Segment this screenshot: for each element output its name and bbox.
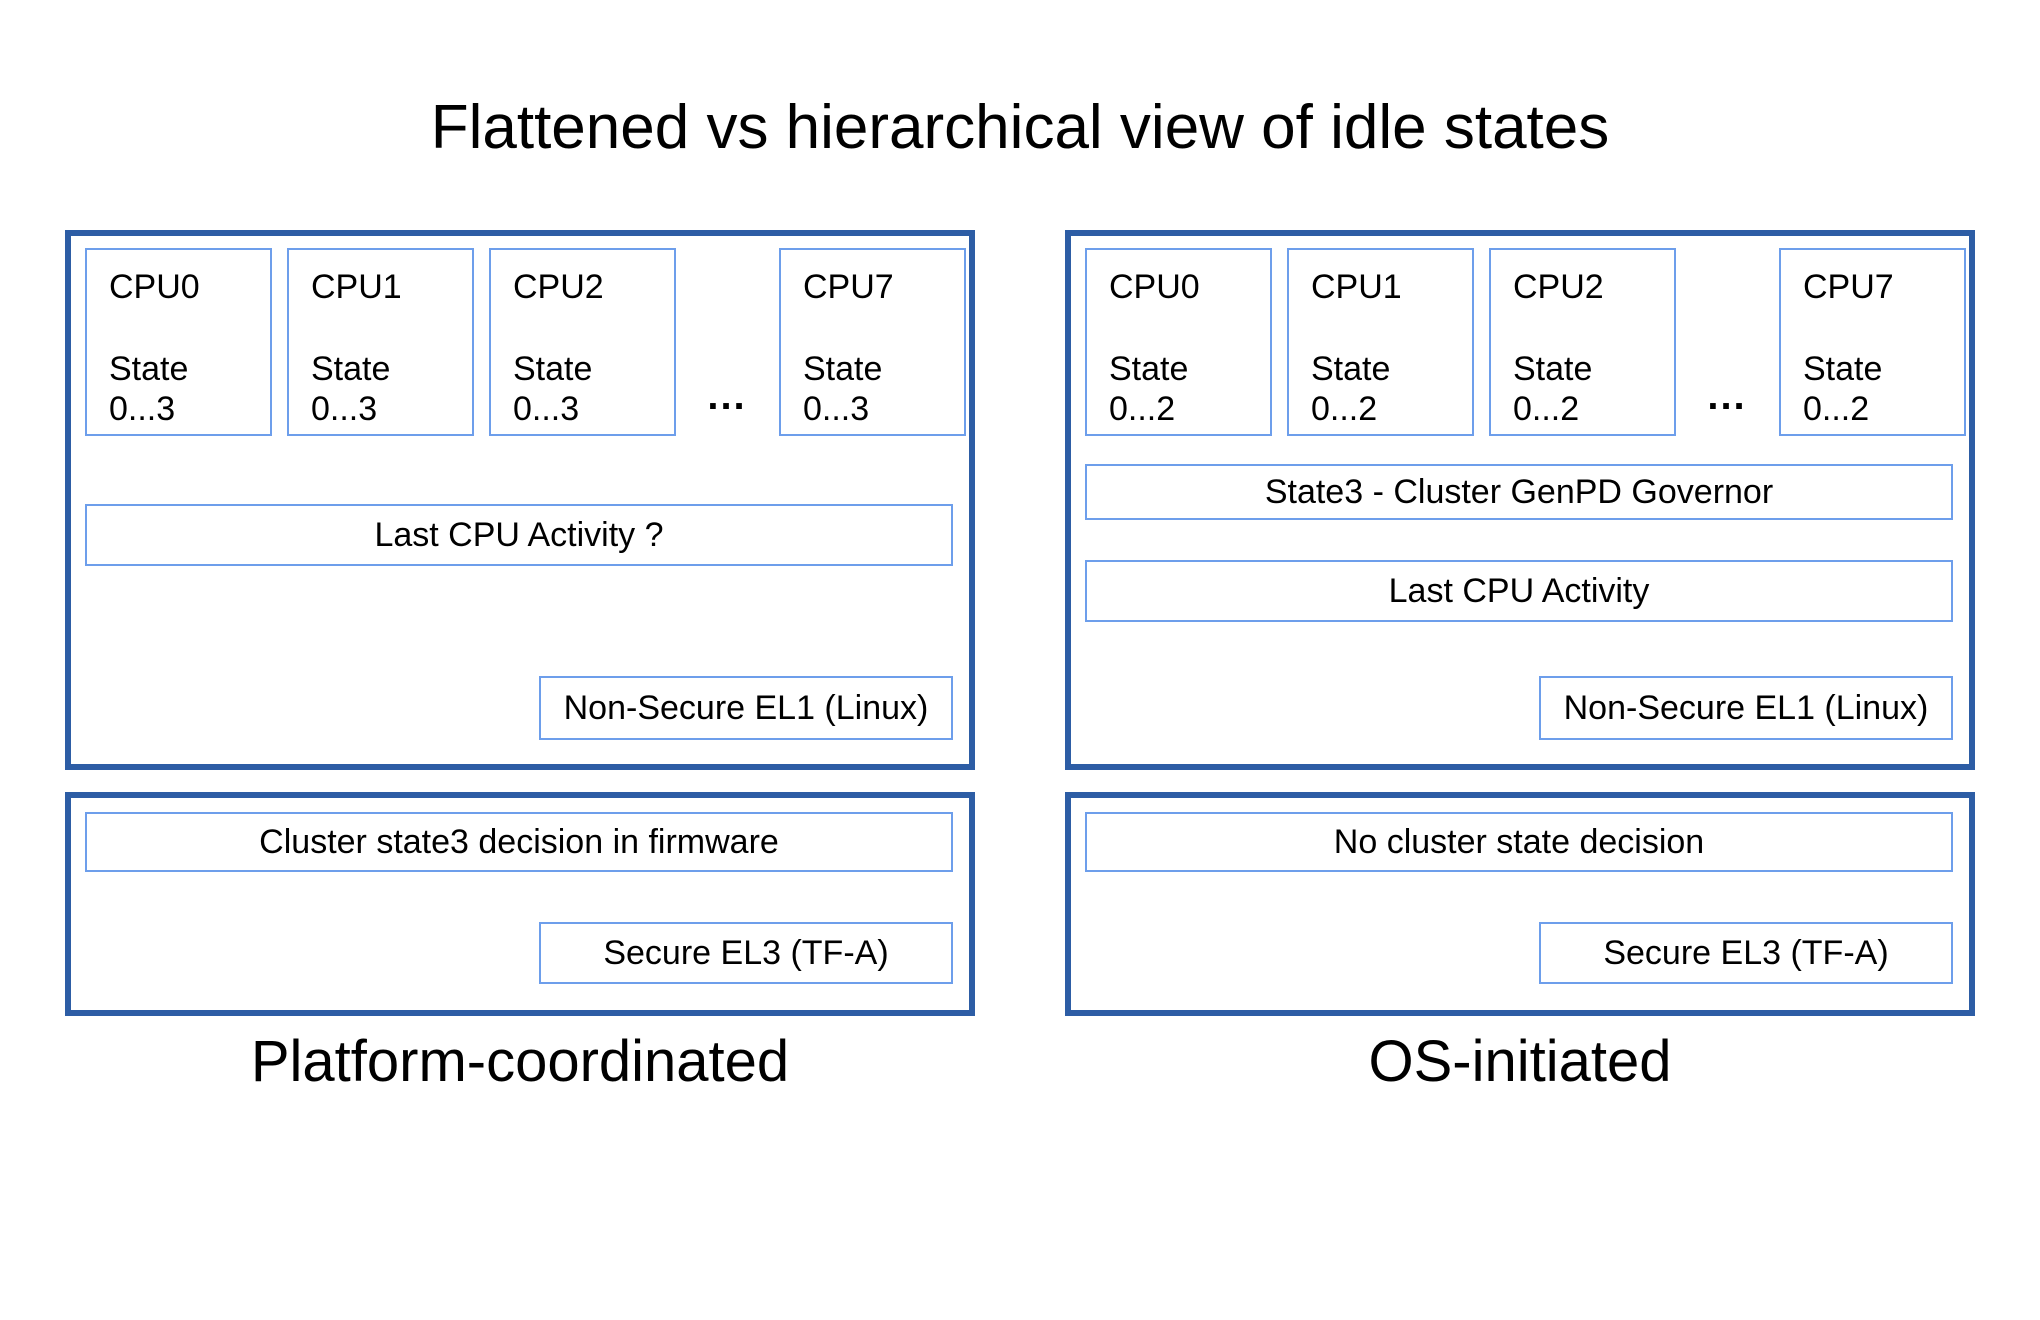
cpu-state-range: 0...3 — [311, 390, 378, 428]
secure-el3-box: Secure EL3 (TF-A) — [1539, 922, 1953, 984]
cpu-state-word: State — [803, 350, 883, 388]
cpu-state-word: State — [1109, 350, 1189, 388]
cpu-name: CPU0 — [109, 268, 200, 306]
cpu-name: CPU2 — [1513, 268, 1604, 306]
panel-os-initiated-firmware: No cluster state decision Secure EL3 (TF… — [1065, 792, 1975, 1016]
cpu-box: CPU1 State 0...2 — [1287, 248, 1474, 436]
cpu-state-range: 0...3 — [109, 390, 176, 428]
cpu-state-range: 0...2 — [1513, 390, 1580, 428]
cpu-name: CPU0 — [1109, 268, 1200, 306]
genpd-governor-box: State3 - Cluster GenPD Governor — [1085, 464, 1953, 520]
cluster-decision-box: No cluster state decision — [1085, 812, 1953, 872]
panel-caption-platform-coordinated: Platform-coordinated — [250, 1029, 790, 1094]
cpu-box: CPU7 State 0...3 — [779, 248, 966, 436]
last-cpu-activity-box: Last CPU Activity — [1085, 560, 1953, 622]
non-secure-el1-box: Non-Secure EL1 (Linux) — [539, 676, 953, 740]
cpu-state-word: State — [513, 350, 593, 388]
cpu-name: CPU7 — [1803, 268, 1894, 306]
panel-platform-coordinated-firmware: Cluster state3 decision in firmware Secu… — [65, 792, 975, 1016]
cpu-state-range: 0...2 — [1311, 390, 1378, 428]
cpu-state-word: State — [1311, 350, 1391, 388]
cluster-decision-box: Cluster state3 decision in firmware — [85, 812, 953, 872]
cpu-box: CPU7 State 0...2 — [1779, 248, 1966, 436]
cpu-state-range: 0...2 — [1109, 390, 1176, 428]
cpu-box: CPU2 State 0...3 — [489, 248, 676, 436]
cpu-state-word: State — [311, 350, 391, 388]
ellipsis: ... — [707, 374, 747, 418]
secure-el3-box: Secure EL3 (TF-A) — [539, 922, 953, 984]
cpu-box: CPU1 State 0...3 — [287, 248, 474, 436]
cpu-state-word: State — [109, 350, 189, 388]
cpu-box: CPU0 State 0...2 — [1085, 248, 1272, 436]
ellipsis: ... — [1707, 374, 1747, 418]
panel-os-initiated-linux: CPU0 State 0...2 CPU1 State 0...2 CPU2 S… — [1065, 230, 1975, 770]
cpu-name: CPU7 — [803, 268, 894, 306]
non-secure-el1-box: Non-Secure EL1 (Linux) — [1539, 676, 1953, 740]
last-cpu-activity-box: Last CPU Activity ? — [85, 504, 953, 566]
panel-caption-os-initiated: OS-initiated — [1368, 1029, 1672, 1094]
cpu-state-word: State — [1803, 350, 1883, 388]
cpu-box: CPU2 State 0...2 — [1489, 248, 1676, 436]
panel-platform-coordinated-linux: CPU0 State 0...3 CPU1 State 0...3 CPU2 S… — [65, 230, 975, 770]
cpu-state-range: 0...3 — [513, 390, 580, 428]
diagram-title: Flattened vs hierarchical view of idle s… — [430, 93, 1610, 162]
cpu-name: CPU1 — [311, 268, 402, 306]
cpu-box: CPU0 State 0...3 — [85, 248, 272, 436]
cpu-state-range: 0...2 — [1803, 390, 1870, 428]
cpu-state-word: State — [1513, 350, 1593, 388]
cpu-state-range: 0...3 — [803, 390, 870, 428]
cpu-name: CPU1 — [1311, 268, 1402, 306]
cpu-name: CPU2 — [513, 268, 604, 306]
